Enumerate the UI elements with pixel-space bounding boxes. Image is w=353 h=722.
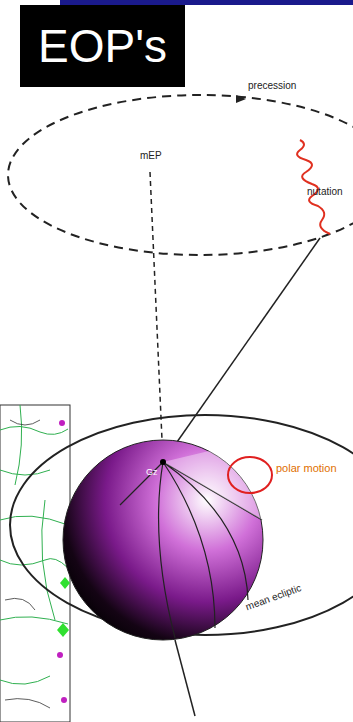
diagram-label: Gz — [146, 468, 158, 478]
diagram-label: mean ecliptic — [244, 582, 303, 612]
diagram-label: nutation — [307, 186, 343, 197]
title-box: EOP's — [20, 5, 185, 87]
polar-motion-ellipse — [228, 457, 272, 493]
axis-south — [175, 640, 195, 716]
diagram-label: mEP — [140, 150, 162, 161]
precession-ellipse — [8, 95, 353, 255]
title-text: EOP's — [38, 21, 167, 72]
diagram-label: polar motion — [276, 462, 337, 474]
diagram-label: precession — [248, 80, 296, 91]
earth-sphere — [63, 440, 263, 640]
precession-arrowhead — [236, 95, 246, 103]
